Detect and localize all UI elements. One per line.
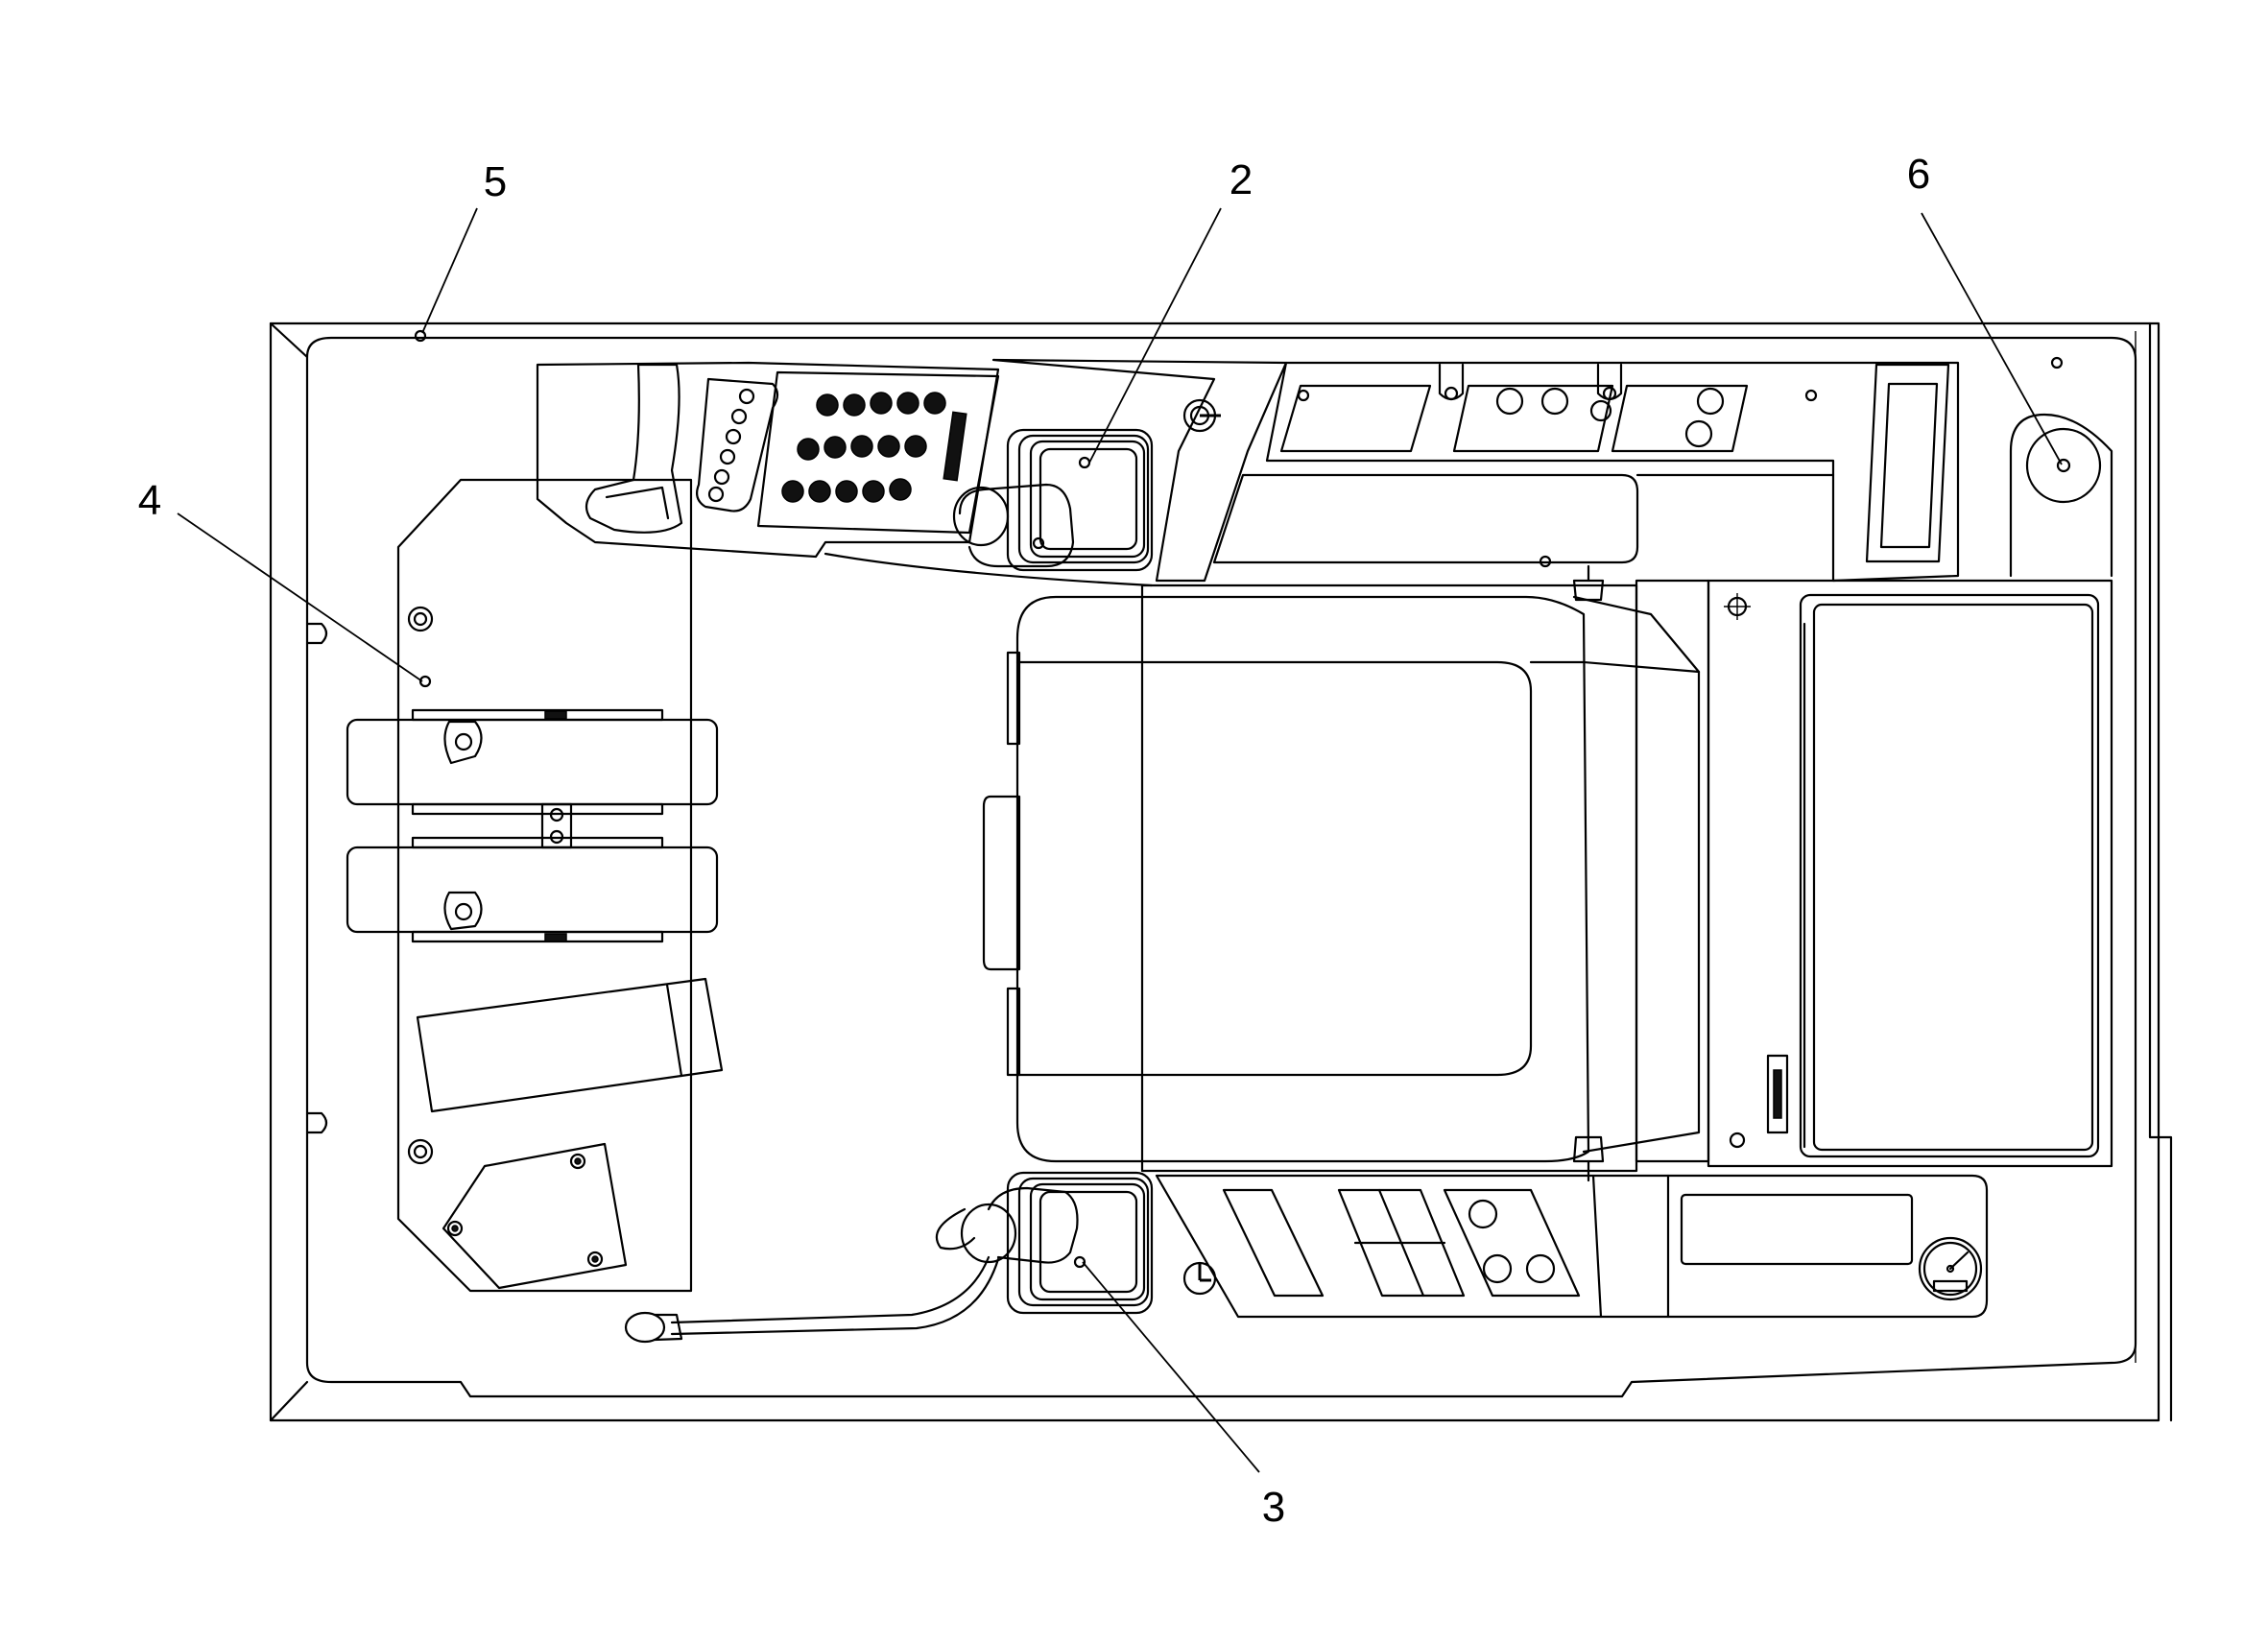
floor-plate xyxy=(396,478,693,1293)
switch-strip-buttons xyxy=(707,388,755,503)
corner-pad xyxy=(2009,356,2113,578)
callout-label-6: 6 xyxy=(1907,151,1930,198)
right-joystick xyxy=(824,428,1154,587)
callout-label-3: 3 xyxy=(1262,1484,1285,1531)
callout-3: 3 xyxy=(1082,1261,1285,1531)
lower-pedal-plate xyxy=(442,1142,628,1290)
accelerator-pedal xyxy=(416,977,724,1113)
callout-5: 5 xyxy=(421,158,507,334)
lower-left-console xyxy=(1155,1174,1603,1319)
left-joystick xyxy=(624,1171,1154,1344)
keypad-buttons xyxy=(781,392,946,503)
right-compartment xyxy=(1635,579,2113,1168)
callout-label-4: 4 xyxy=(138,477,161,524)
travel-pedals xyxy=(346,708,719,943)
key-switch xyxy=(1182,398,1221,433)
cab-frame xyxy=(269,322,2173,1422)
callout-label-5: 5 xyxy=(484,158,507,205)
callout-label-2: 2 xyxy=(1229,156,1253,203)
callout-2: 2 xyxy=(1088,156,1253,464)
lower-right-console xyxy=(1591,1174,1989,1319)
switch-panel-console xyxy=(536,361,1000,559)
callout-6: 6 xyxy=(1907,151,2063,465)
upper-right-panel xyxy=(991,358,1960,583)
callout-4: 4 xyxy=(138,477,423,682)
operator-seat xyxy=(982,564,1701,1182)
